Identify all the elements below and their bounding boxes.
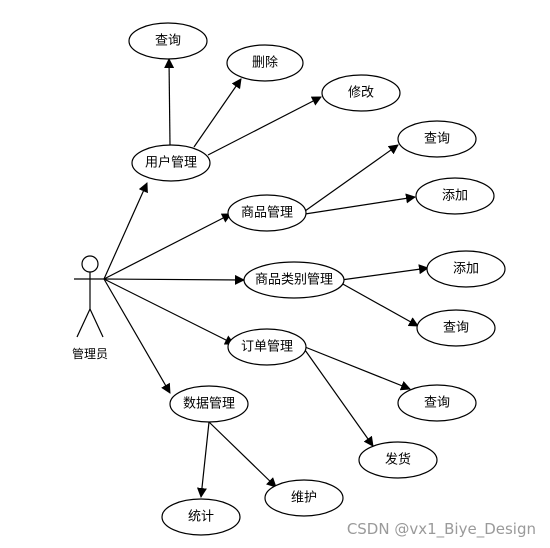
- label-user-delete: 删除: [252, 56, 278, 71]
- label-goods-query: 查询: [424, 132, 450, 147]
- actor-leg-right: [89, 308, 104, 338]
- edge-user-edit: [207, 96, 322, 156]
- use-case-category-mgmt: [243, 261, 345, 299]
- edge-goods-query: [304, 144, 399, 212]
- use-case-data-stats: [161, 498, 241, 536]
- edge-data-stats: [196, 421, 210, 498]
- edge-order-ship: [304, 349, 374, 447]
- use-case-goods-query: [397, 120, 477, 158]
- edge-category-query: [340, 282, 419, 327]
- label-category-add: 添加: [453, 262, 479, 277]
- edge-data-maintain: [208, 421, 277, 488]
- edge-actor-data-mgmt: [103, 278, 171, 394]
- edge-user-query: [164, 58, 175, 146]
- connectors: [103, 58, 429, 498]
- use-case-order-ship: [358, 441, 438, 479]
- edge-actor-user-mgmt: [103, 182, 148, 280]
- edge-goods-add: [304, 193, 416, 215]
- use-case-user-mgmt: [131, 144, 211, 182]
- label-category-mgmt: 商品类别管理: [255, 273, 333, 288]
- use-case-goods-add: [415, 177, 495, 215]
- label-user-query: 查询: [155, 34, 181, 49]
- label-user-mgmt: 用户管理: [145, 155, 197, 171]
- actor-label: 管理员: [72, 346, 108, 361]
- use-case-category-add: [426, 250, 506, 288]
- label-category-query: 查询: [443, 321, 469, 336]
- label-order-query: 查询: [424, 396, 450, 411]
- label-data-stats: 统计: [188, 510, 214, 525]
- edge-actor-category-mgmt: [103, 274, 245, 285]
- label-goods-mgmt: 商品管理: [241, 206, 293, 221]
- use-case-data-maintain: [264, 479, 344, 517]
- use-case-user-edit: [321, 74, 401, 112]
- edge-category-add: [340, 264, 429, 281]
- use-case-user-query: [128, 22, 208, 60]
- actor-admin: [74, 255, 106, 338]
- label-order-ship: 发货: [385, 452, 411, 468]
- label-order-mgmt: 订单管理: [241, 340, 293, 355]
- watermark: CSDN @vx1_Biye_Design: [346, 520, 536, 538]
- edge-actor-order-mgmt: [103, 278, 235, 345]
- use-case-order-query: [397, 384, 477, 422]
- use-case-data-mgmt: [169, 385, 249, 423]
- label-user-edit: 修改: [348, 86, 374, 101]
- actor-leg-left: [76, 308, 91, 338]
- edge-order-query: [304, 346, 411, 391]
- use-case-goods-mgmt: [227, 194, 307, 232]
- label-goods-add: 添加: [442, 189, 468, 204]
- use-case-user-delete: [226, 44, 304, 82]
- label-data-mgmt: 数据管理: [183, 397, 235, 412]
- edge-actor-goods-mgmt: [103, 213, 232, 280]
- actor-head: [81, 255, 99, 273]
- use-case-order-mgmt: [227, 328, 307, 366]
- label-data-maintain: 维护: [291, 491, 317, 506]
- edge-user-delete: [193, 78, 242, 148]
- use-case-category-query: [416, 309, 496, 347]
